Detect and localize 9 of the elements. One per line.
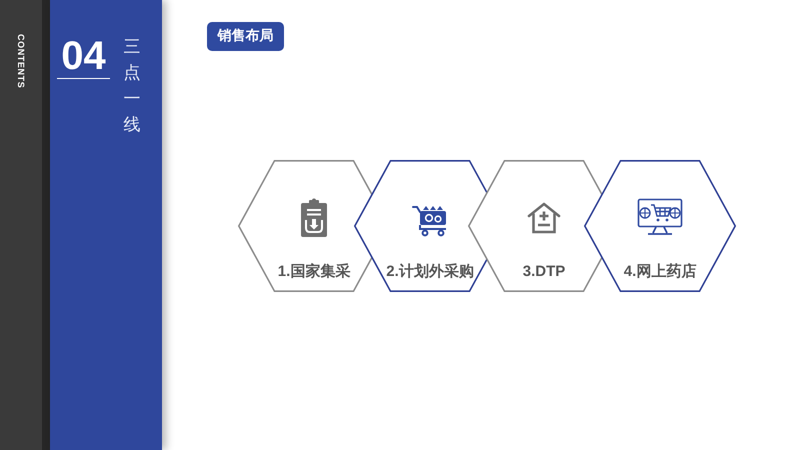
section-title: 三点一线 <box>123 36 141 137</box>
sidebar-label: CONTENTS <box>16 34 26 88</box>
node-label: 1.国家集采 <box>278 263 350 281</box>
title-badge: 销售布局 <box>207 22 284 51</box>
section-number: 04 <box>57 37 110 79</box>
node-label: 2.计划外采购 <box>386 263 474 281</box>
node-label: 4.网上药店 <box>624 263 696 281</box>
hexagon <box>584 160 736 292</box>
node-label: 3.DTP <box>522 263 566 281</box>
